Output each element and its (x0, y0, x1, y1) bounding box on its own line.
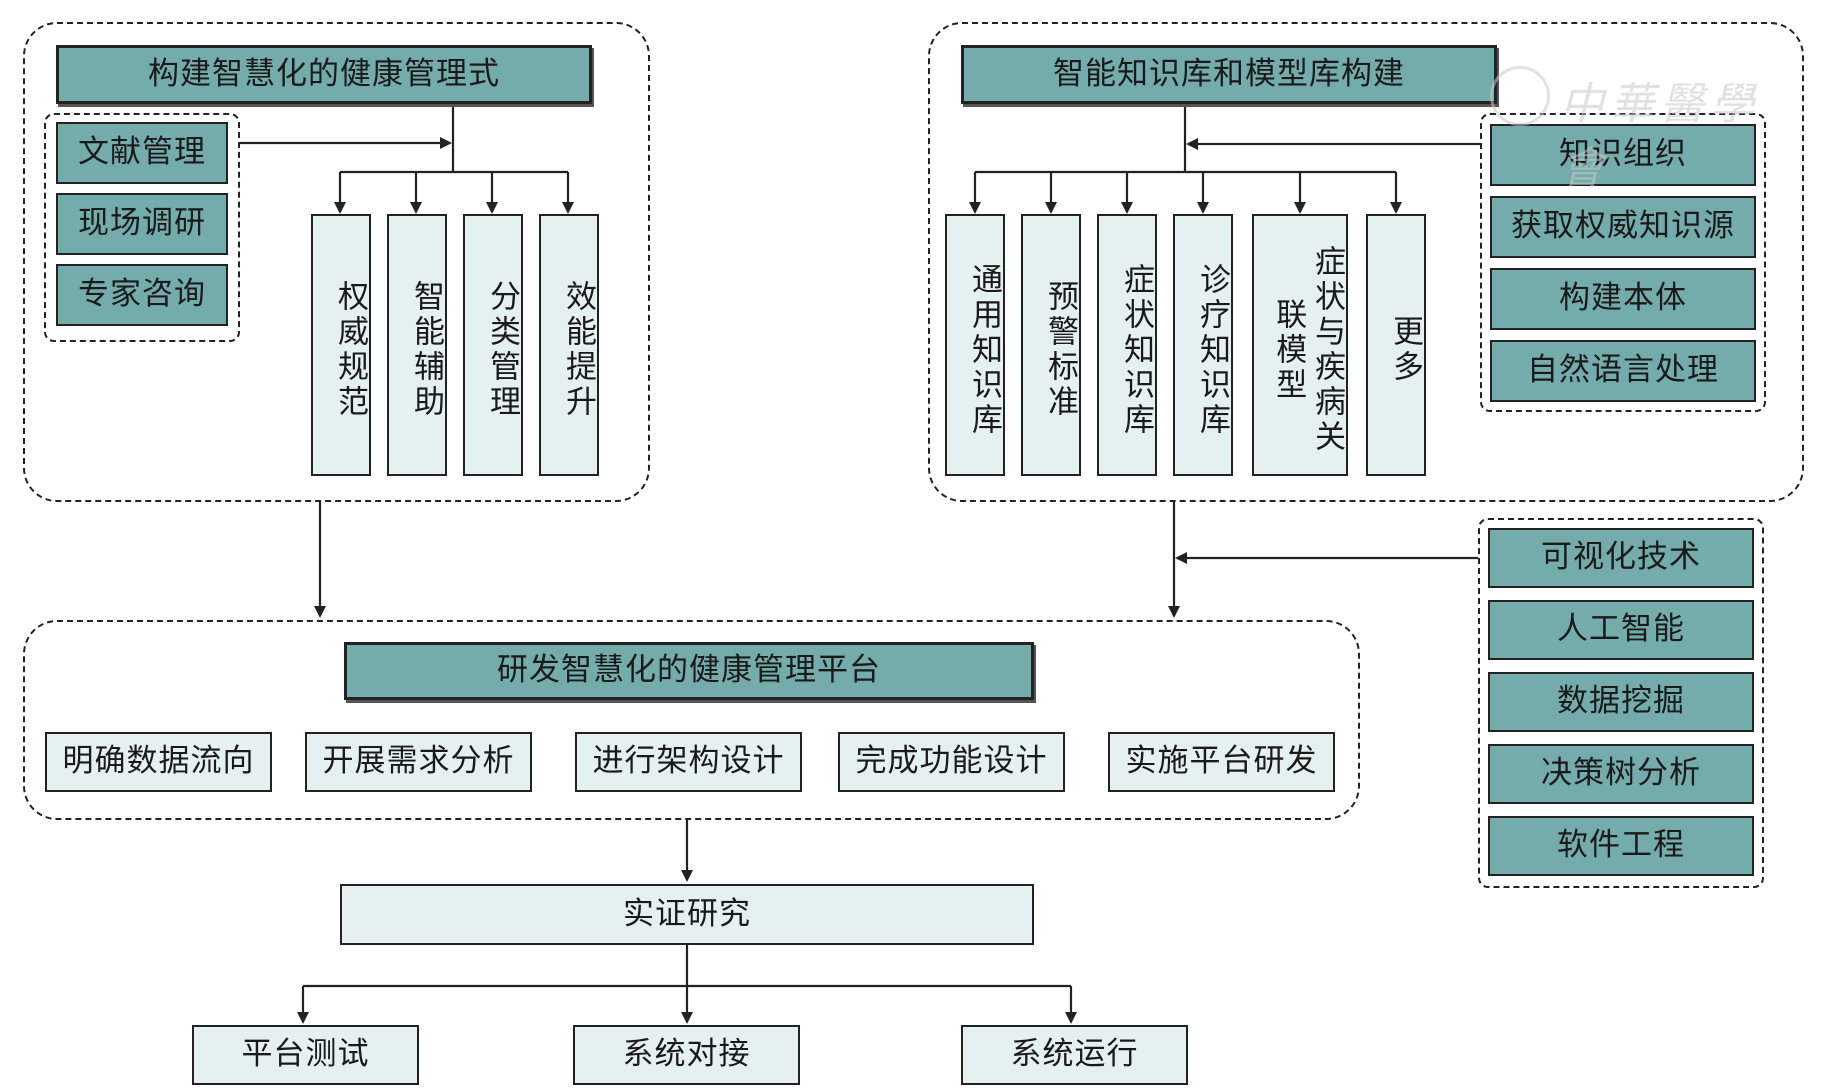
right-input-box: 知识组织 (1490, 124, 1756, 186)
left-group-frame (23, 22, 650, 502)
left-group-title: 构建智慧化的健康管理式 (56, 45, 592, 104)
model-box-label: 症状与疾病关联模型 (1270, 245, 1345, 455)
left-input-box: 专家咨询 (56, 264, 228, 326)
tech-frame (1478, 518, 1764, 888)
empirical-title: 实证研究 (340, 884, 1034, 945)
right-output-box: 症状知识库 (1097, 214, 1157, 476)
left-output-box: 分类管理 (463, 214, 523, 476)
platform-step: 开展需求分析 (305, 732, 532, 792)
platform-step: 进行架构设计 (575, 732, 802, 792)
right-input-box: 获取权威知识源 (1490, 196, 1756, 258)
empirical-output: 平台测试 (192, 1025, 419, 1085)
platform-step: 实施平台研发 (1108, 732, 1335, 792)
watermark-text: 中華醫學會 (1560, 79, 1760, 194)
right-group-frame (928, 22, 1804, 502)
tech-box: 可视化技术 (1488, 528, 1754, 588)
watermark: 中華醫學會 (1490, 60, 1770, 194)
right-output-box: 诊疗知识库 (1173, 214, 1233, 476)
tech-box: 数据挖掘 (1488, 672, 1754, 732)
platform-step: 明确数据流向 (45, 732, 272, 792)
platform-frame (23, 620, 1360, 820)
left-input-box: 文献管理 (56, 122, 228, 184)
empirical-output: 系统对接 (573, 1025, 800, 1085)
left-inputs-frame (44, 113, 240, 342)
platform-step: 完成功能设计 (838, 732, 1065, 792)
right-output-box: 通用知识库 (945, 214, 1005, 476)
right-input-box: 构建本体 (1490, 268, 1756, 330)
left-output-box: 效能提升 (539, 214, 599, 476)
tech-box: 决策树分析 (1488, 744, 1754, 804)
right-output-box-model: 症状与疾病关联模型 (1252, 214, 1348, 476)
right-group-title: 智能知识库和模型库构建 (961, 45, 1497, 104)
empirical-output: 系统运行 (961, 1025, 1188, 1085)
watermark-seal-icon (1490, 66, 1550, 126)
platform-title: 研发智慧化的健康管理平台 (344, 642, 1034, 700)
left-input-box: 现场调研 (56, 193, 228, 255)
right-output-box: 更多 (1366, 214, 1426, 476)
right-input-box: 自然语言处理 (1490, 340, 1756, 402)
right-inputs-frame (1480, 113, 1766, 412)
tech-box: 人工智能 (1488, 600, 1754, 660)
tech-box: 软件工程 (1488, 816, 1754, 876)
right-output-box: 预警标准 (1021, 214, 1081, 476)
left-output-box: 权威规范 (311, 214, 371, 476)
left-output-box: 智能辅助 (387, 214, 447, 476)
